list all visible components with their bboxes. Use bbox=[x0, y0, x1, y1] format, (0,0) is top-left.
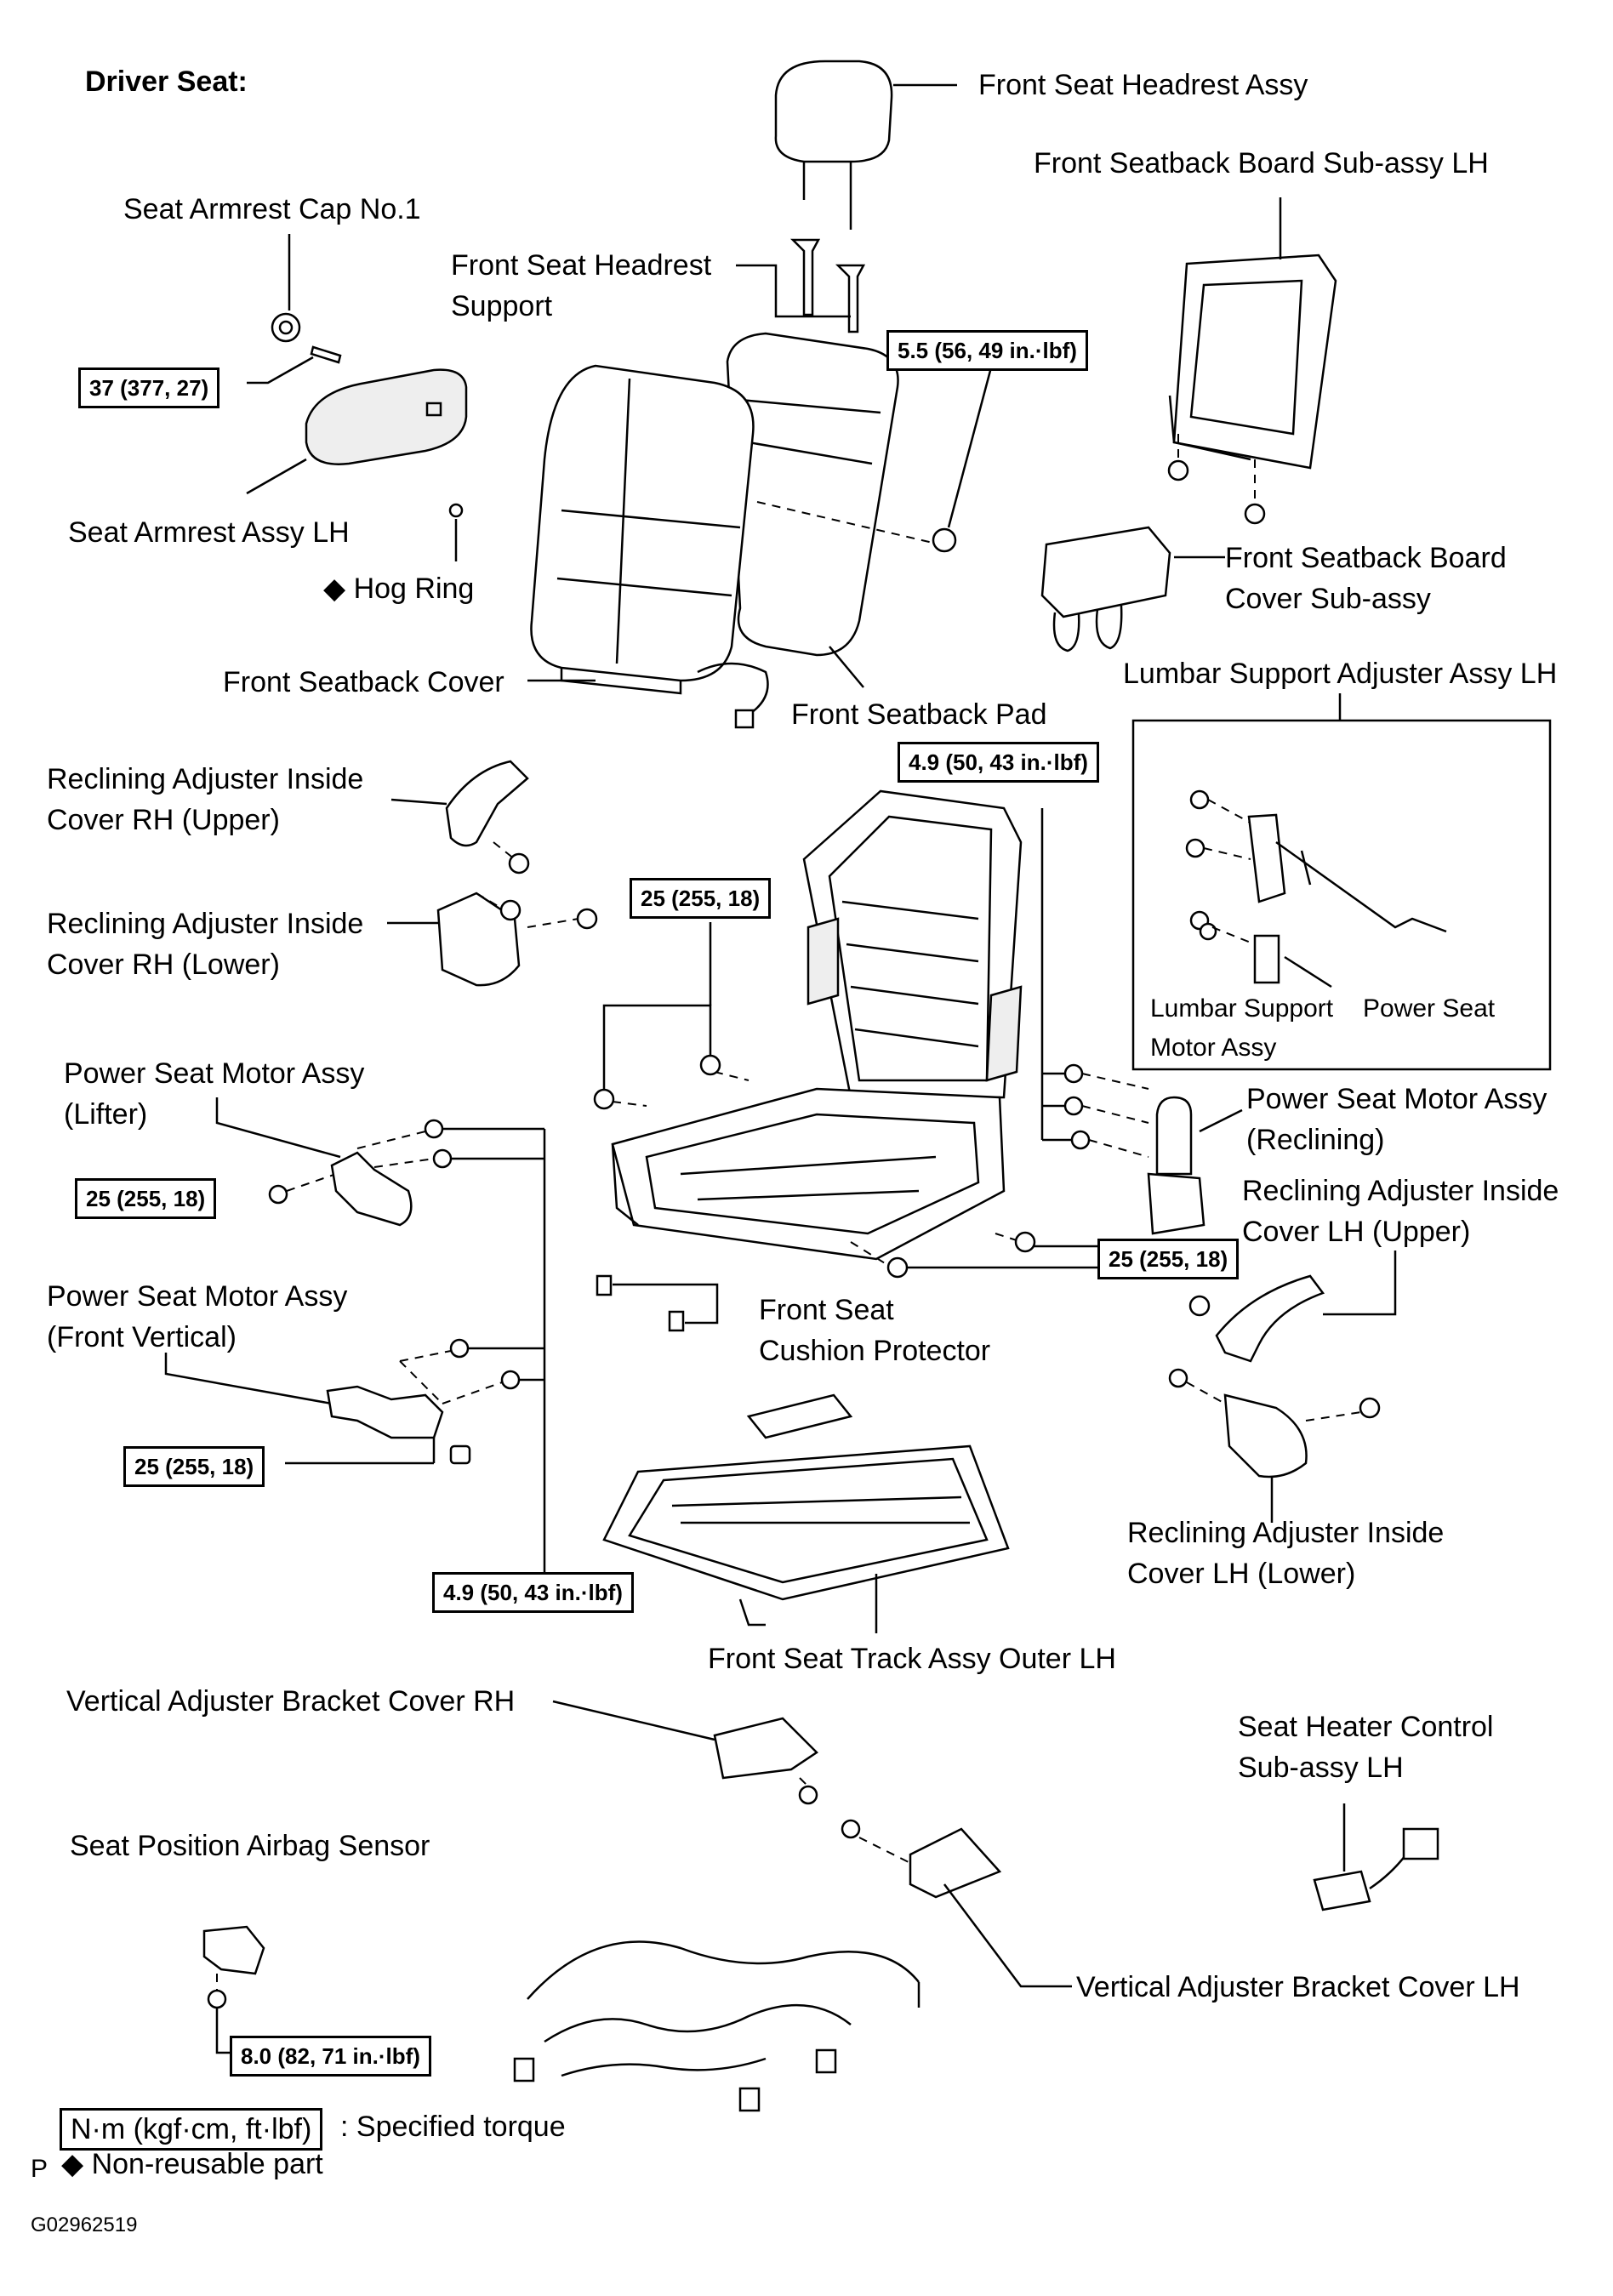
label-recl-lh-upper-2: Cover LH (Upper) bbox=[1242, 1216, 1471, 1248]
page-title: Driver Seat: bbox=[85, 66, 248, 98]
armrest-cap-part bbox=[247, 234, 342, 385]
headrest-nut bbox=[932, 367, 993, 553]
label-board-cover-1: Front Seatback Board bbox=[1225, 542, 1507, 574]
reclining-cover-rh-lower-part bbox=[387, 892, 598, 987]
headrest-support-part bbox=[736, 238, 866, 333]
corner-mark: P bbox=[31, 2155, 48, 2183]
label-armrest: Seat Armrest Assy LH bbox=[68, 516, 350, 549]
heater-control-part bbox=[1313, 1803, 1439, 1911]
label-motor-recl-2: (Reclining) bbox=[1246, 1124, 1385, 1156]
cushion-protector-part bbox=[596, 1274, 719, 1332]
vab-lh-part bbox=[858, 1827, 1072, 1988]
reclining-motor-part bbox=[1040, 808, 1243, 1235]
label-seatback-board: Front Seatback Board Sub-assy LH bbox=[1034, 147, 1489, 179]
seatback-cover-part bbox=[527, 364, 769, 729]
torque-lumbar-bolt: 4.9 (50, 43 in.·lbf) bbox=[898, 742, 1099, 783]
label-lumbar-support: Lumbar Support bbox=[1150, 994, 1334, 1023]
label-recl-rh-upper-1: Reclining Adjuster Inside bbox=[47, 763, 364, 795]
label-recl-rh-upper-2: Cover RH (Upper) bbox=[47, 804, 280, 836]
torque-headrest-nut: 5.5 (56, 49 in.·lbf) bbox=[886, 330, 1088, 371]
image-code: G02962519 bbox=[31, 2213, 138, 2236]
wire-harness-part bbox=[513, 1940, 920, 2112]
label-lumbar-assy: Lumbar Support Adjuster Assy LH bbox=[1123, 658, 1558, 690]
label-motor-lifter-2: (Lifter) bbox=[64, 1098, 148, 1131]
headrest-part bbox=[774, 60, 957, 230]
label-cushion-protector-1: Front Seat bbox=[759, 1294, 894, 1326]
seatback-board-cover-part bbox=[1040, 526, 1225, 652]
front-vertical-motor-part bbox=[164, 1338, 544, 1465]
label-recl-lh-upper-1: Reclining Adjuster Inside bbox=[1242, 1175, 1559, 1207]
label-seatback-cover: Front Seatback Cover bbox=[223, 666, 504, 698]
lumbar-support-box bbox=[1131, 693, 1552, 1071]
lifter-motor-part bbox=[215, 1097, 546, 1578]
label-cushion-protector-2: Cushion Protector bbox=[759, 1335, 991, 1367]
label-headrest-support-1: Front Seat Headrest bbox=[451, 249, 712, 282]
label-motor-front-2: (Front Vertical) bbox=[47, 1321, 237, 1353]
legend-torque-box: N·m (kgf·cm, ft·lbf) bbox=[60, 2108, 323, 2151]
hog-ring-part bbox=[448, 503, 464, 561]
label-vab-rh: Vertical Adjuster Bracket Cover RH bbox=[66, 1685, 516, 1718]
label-airbag-sensor: Seat Position Airbag Sensor bbox=[70, 1830, 430, 1862]
label-board-cover-2: Cover Sub-assy bbox=[1225, 583, 1431, 615]
torque-frame-bolt: 25 (255, 18) bbox=[630, 878, 772, 919]
torque-recl-bolt: 25 (255, 18) bbox=[1097, 1239, 1240, 1279]
torque-lifter-bolt: 25 (255, 18) bbox=[75, 1178, 217, 1219]
reclining-cover-lh-upper-part bbox=[1188, 1251, 1397, 1363]
label-hog-ring: ◆ Hog Ring bbox=[323, 573, 475, 605]
label-power-seat-sub-2: Motor Assy bbox=[1150, 1034, 1277, 1062]
legend-torque-text: : Specified torque bbox=[340, 2111, 566, 2143]
torque-sensor-bolt: 8.0 (82, 71 in.·lbf) bbox=[230, 2036, 431, 2077]
armrest-part bbox=[246, 368, 468, 495]
torque-motor-bolt: 4.9 (50, 43 in.·lbf) bbox=[432, 1572, 634, 1613]
label-recl-lh-lower-2: Cover LH (Lower) bbox=[1127, 1558, 1356, 1590]
label-vab-lh: Vertical Adjuster Bracket Cover LH bbox=[1076, 1971, 1520, 2003]
reclining-cover-rh-upper-part bbox=[390, 760, 530, 875]
label-heater-2: Sub-assy LH bbox=[1238, 1752, 1404, 1784]
label-recl-rh-lower-1: Reclining Adjuster Inside bbox=[47, 908, 364, 940]
seatback-frame-part bbox=[802, 789, 1023, 1099]
label-recl-rh-lower-2: Cover RH (Lower) bbox=[47, 949, 280, 981]
label-motor-lifter-1: Power Seat Motor Assy bbox=[64, 1057, 365, 1090]
label-armrest-cap: Seat Armrest Cap No.1 bbox=[123, 193, 421, 225]
airbag-sensor-part bbox=[202, 1925, 265, 2054]
torque-armrest-bolt: 37 (377, 27) bbox=[78, 367, 220, 408]
label-track: Front Seat Track Assy Outer LH bbox=[708, 1643, 1116, 1675]
torque-front-vertical-bolt: 25 (255, 18) bbox=[123, 1446, 265, 1487]
vab-rh-part bbox=[552, 1700, 861, 1839]
seatback-board-part bbox=[1167, 197, 1337, 525]
label-seatback-pad: Front Seatback Pad bbox=[791, 698, 1047, 731]
legend-nonreusable-text: ◆ Non-reusable part bbox=[61, 2148, 323, 2180]
label-headrest: Front Seat Headrest Assy bbox=[978, 69, 1308, 101]
label-headrest-support-2: Support bbox=[451, 290, 553, 322]
label-power-seat-sub-1: Power Seat bbox=[1363, 994, 1496, 1023]
label-motor-recl-1: Power Seat Motor Assy bbox=[1246, 1083, 1547, 1115]
seat-cushion-frame-part bbox=[611, 1087, 1006, 1261]
label-motor-front-1: Power Seat Motor Assy bbox=[47, 1280, 348, 1313]
seatback-pad-part bbox=[726, 332, 899, 657]
label-heater-1: Seat Heater Control bbox=[1238, 1711, 1494, 1743]
seat-track-part bbox=[602, 1393, 1010, 1633]
reclining-cover-lh-lower-part bbox=[1168, 1368, 1381, 1523]
label-recl-lh-lower-1: Reclining Adjuster Inside bbox=[1127, 1517, 1445, 1549]
